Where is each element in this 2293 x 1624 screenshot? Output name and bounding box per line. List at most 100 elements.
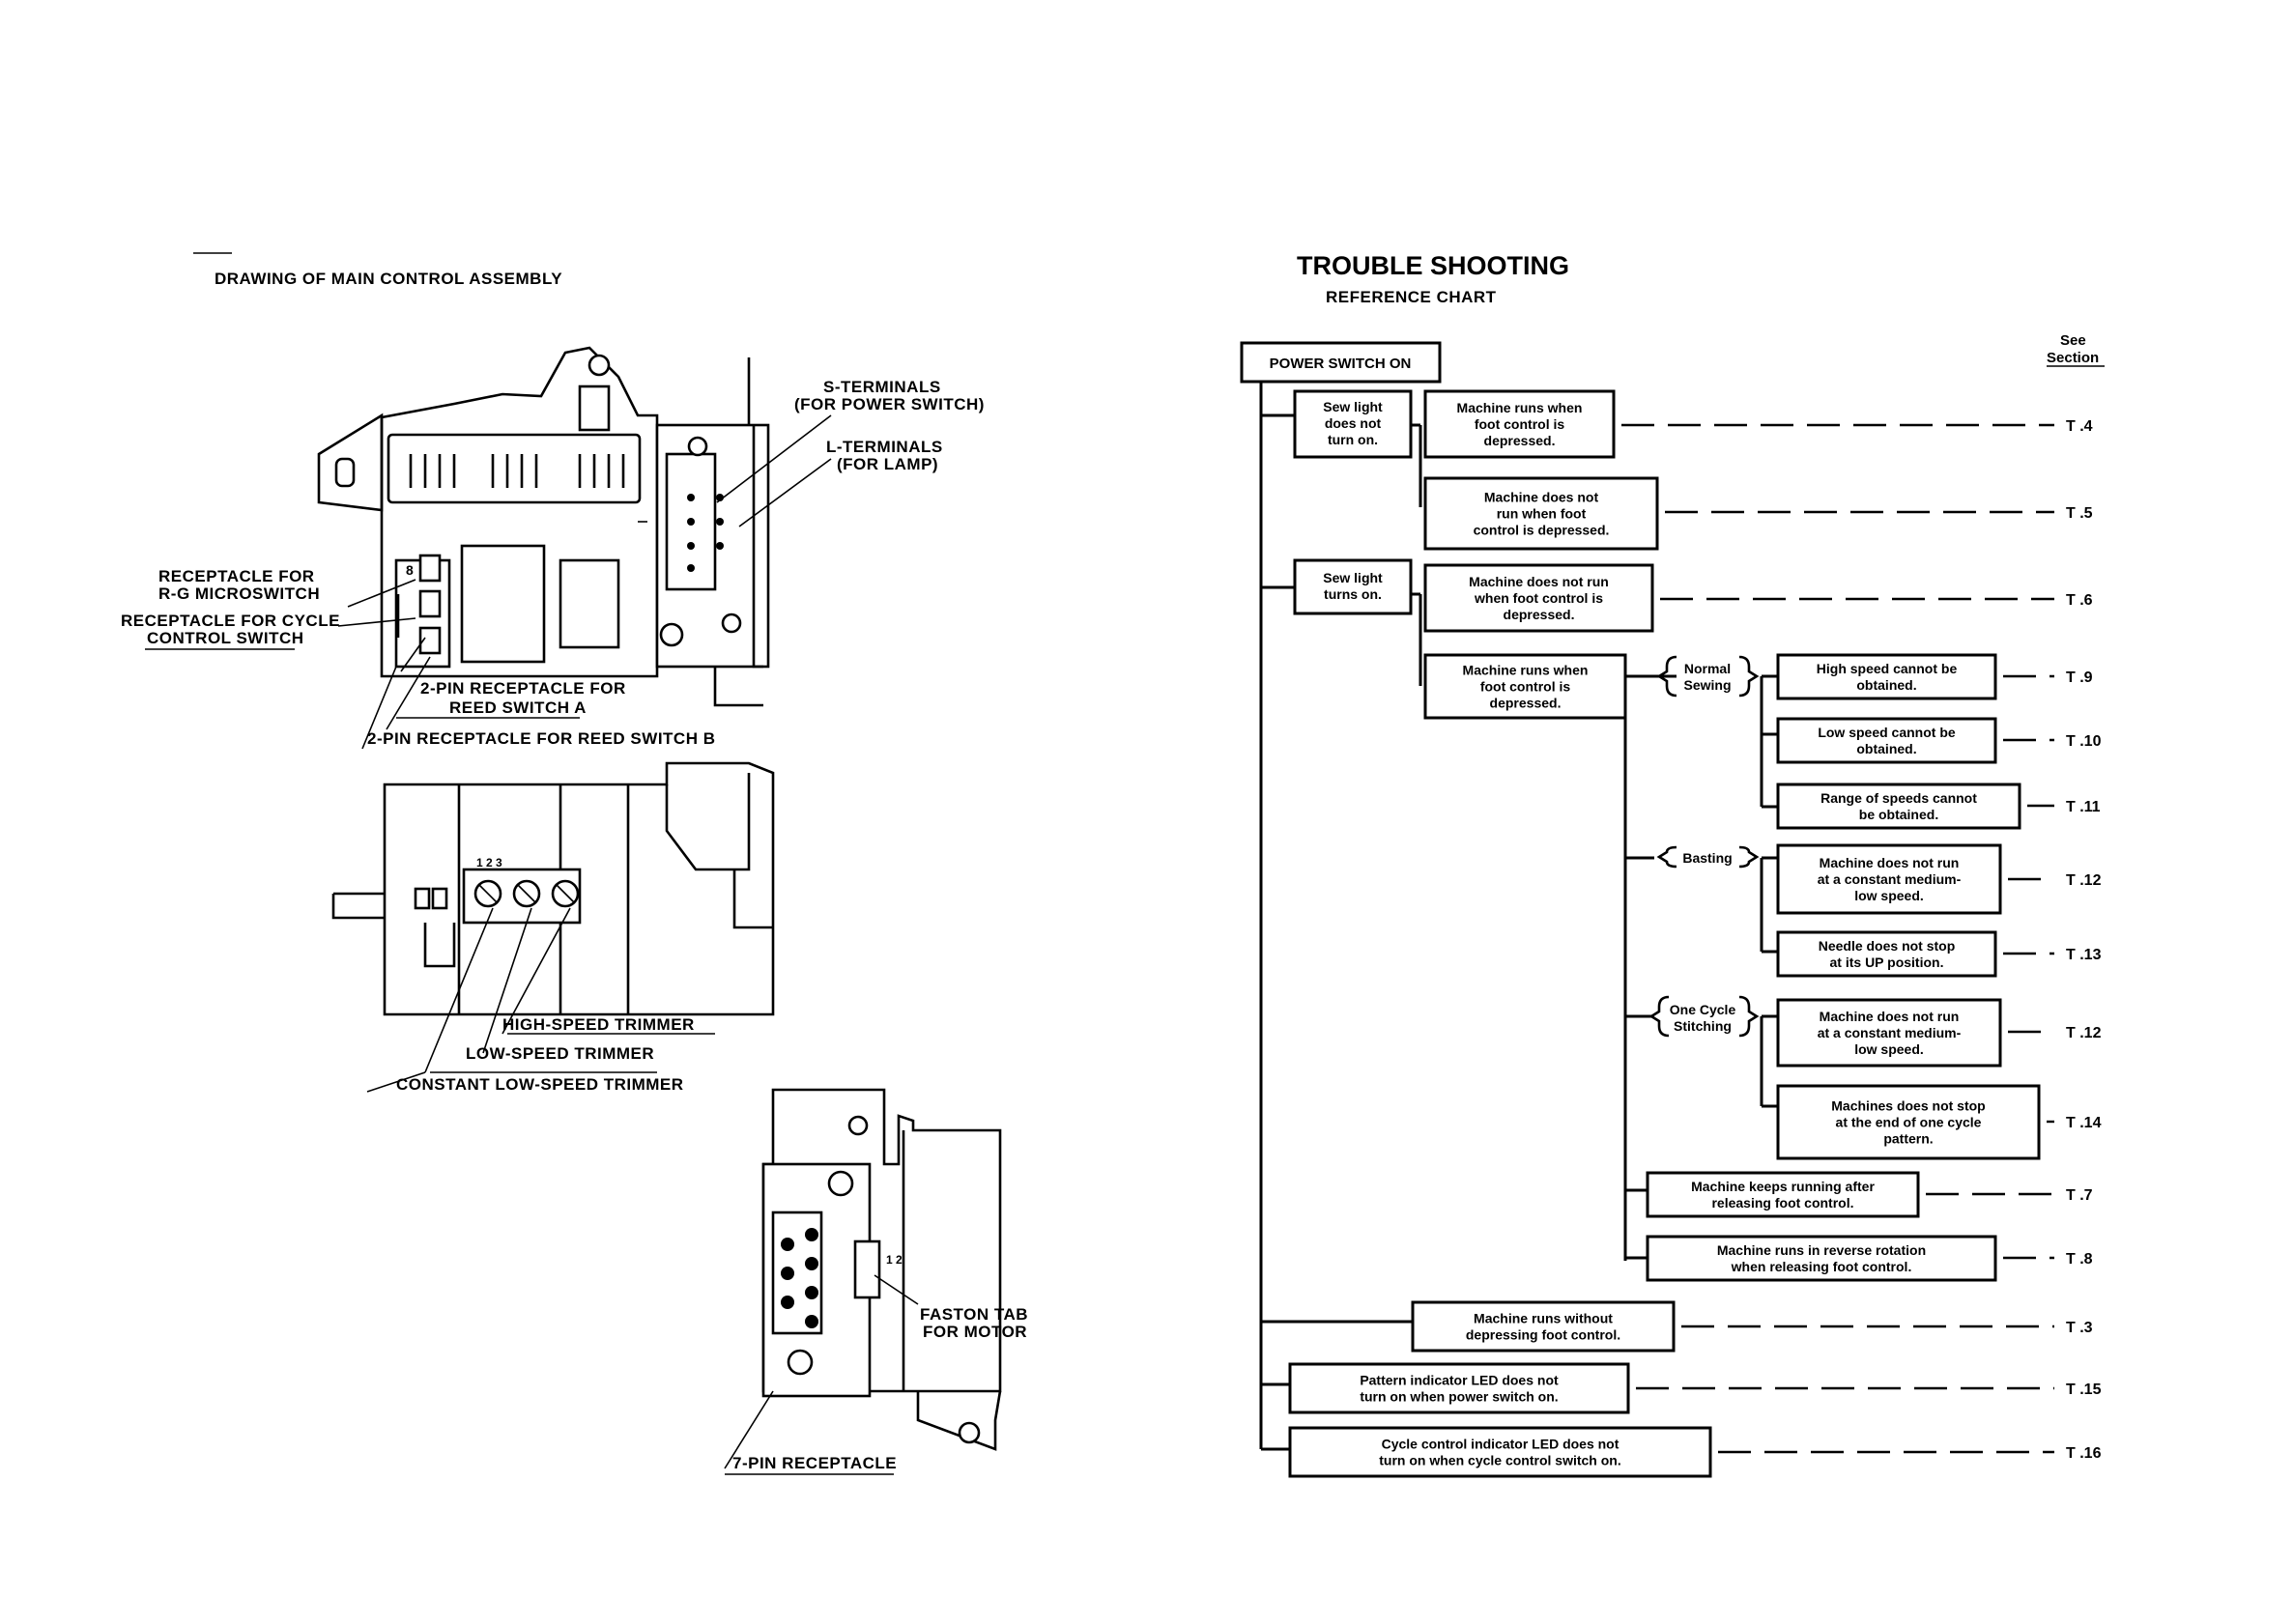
basting-label: Basting bbox=[1682, 850, 1732, 866]
chart-item-box bbox=[1776, 717, 1997, 764]
chart-item-box bbox=[1288, 1362, 1630, 1414]
chart-item-text: Pattern indicator LED does not bbox=[1360, 1373, 1559, 1388]
rg-microswitch-label: RECEPTACLE FOR bbox=[158, 567, 315, 585]
l-terminals-sublabel: (FOR LAMP) bbox=[837, 455, 938, 473]
chart-item-text: low speed. bbox=[1854, 1041, 1924, 1057]
chart-item-box bbox=[1776, 783, 2021, 830]
root-box: POWER SWITCH ON bbox=[1240, 341, 1442, 384]
chart-item-text: Machine does not run bbox=[1469, 574, 1609, 589]
section-ref: T .16 bbox=[2066, 1445, 2102, 1462]
chart-item-text: Machine runs when bbox=[1463, 663, 1589, 678]
chart-item-text: releasing foot control. bbox=[1711, 1195, 1853, 1211]
drawing-title: DRAWING OF MAIN CONTROL ASSEMBLY bbox=[215, 270, 562, 288]
control-unit-top-view: 8 bbox=[317, 346, 770, 707]
sew-light-off-line-2: does not bbox=[1325, 415, 1382, 431]
chart-item-text: turn on when power switch on. bbox=[1360, 1389, 1558, 1405]
sew-light-on-line-1: Sew light bbox=[1323, 570, 1383, 585]
chart-item-box bbox=[1423, 389, 1616, 459]
sew-light-off-box: Sew light does not turn on. bbox=[1293, 389, 1413, 459]
chart-item-text: foot control is bbox=[1475, 416, 1565, 432]
chart-item-box bbox=[1776, 653, 1997, 700]
chart-item-text: Machine does not run bbox=[1820, 1009, 1960, 1024]
s-terminals-sublabel: (FOR POWER SWITCH) bbox=[794, 395, 985, 413]
chart-title: TROUBLE SHOOTING bbox=[1297, 251, 1569, 280]
chart-item-text: when foot control is bbox=[1474, 590, 1603, 606]
group-basting: Basting bbox=[1656, 845, 1760, 869]
pin-receptacle-label: 7-PIN RECEPTACLE bbox=[732, 1454, 897, 1472]
chart-item-box bbox=[1411, 1300, 1676, 1353]
motor-connector-view: 1 2 bbox=[761, 1088, 1002, 1451]
chart-item-box bbox=[1423, 476, 1659, 551]
constant-low-speed-trimmer-label: CONSTANT LOW-SPEED TRIMMER bbox=[396, 1075, 684, 1094]
section-ref: T .14 bbox=[2066, 1115, 2102, 1131]
s-terminals-label: S-TERMINALS bbox=[823, 378, 941, 396]
sew-light-off-line-1: Sew light bbox=[1323, 399, 1383, 414]
section-label: Section bbox=[2047, 350, 2099, 366]
reed-switch-a-sublabel: REED SWITCH A bbox=[449, 698, 587, 717]
chart-item-text: be obtained. bbox=[1859, 807, 1938, 822]
chart-item-text: High speed cannot be bbox=[1817, 661, 1958, 676]
sew-light-on-line-2: turns on. bbox=[1324, 586, 1382, 602]
chart-item-text: at a constant medium- bbox=[1818, 1025, 1962, 1040]
chart-item-box bbox=[1776, 930, 1997, 978]
low-speed-trimmer-label: LOW-SPEED TRIMMER bbox=[466, 1044, 654, 1063]
trimmer-marks: 1 2 3 bbox=[476, 856, 502, 869]
high-speed-trimmer-label: HIGH-SPEED TRIMMER bbox=[502, 1015, 695, 1034]
chart-item-box bbox=[1776, 998, 2002, 1068]
sew-light-on-box: Sew light turns on. bbox=[1293, 558, 1413, 615]
chart-item-text: pattern. bbox=[1883, 1131, 1933, 1147]
rg-microswitch-sublabel: R-G MICROSWITCH bbox=[158, 584, 320, 603]
chart-item-text: Needle does not stop bbox=[1819, 938, 1956, 954]
assembly-drawing: DRAWING OF MAIN CONTROL ASSEMBLY 8 bbox=[121, 252, 1028, 1475]
chart-item-text: Machine keeps running after bbox=[1691, 1179, 1875, 1194]
chart-item-box bbox=[1776, 843, 2002, 915]
section-ref: T .6 bbox=[2066, 592, 2093, 609]
one-cycle-label-1: One Cycle bbox=[1670, 1002, 1736, 1017]
reference-chart: TROUBLE SHOOTING REFERENCE CHART See Sec… bbox=[1240, 251, 2105, 1478]
section-ref: T .8 bbox=[2066, 1251, 2093, 1268]
section-ref: T .7 bbox=[2066, 1187, 2093, 1204]
chart-item-text: at its UP position. bbox=[1830, 954, 1944, 970]
chart-connectors bbox=[1259, 382, 1778, 1451]
faston-tab-sublabel: FOR MOTOR bbox=[923, 1323, 1027, 1341]
chart-item-text: Machine does not run bbox=[1820, 855, 1960, 870]
chart-item-text: Machine runs without bbox=[1474, 1311, 1613, 1326]
normal-sewing-label-2: Sewing bbox=[1683, 677, 1731, 693]
chart-item: Cycle control indicator LED does notturn… bbox=[1288, 1426, 2102, 1478]
chart-item-text: low speed. bbox=[1854, 888, 1924, 903]
section-ref: T .13 bbox=[2066, 947, 2102, 963]
section-ref: T .10 bbox=[2066, 733, 2102, 750]
chart-item-text: depressed. bbox=[1504, 607, 1575, 622]
one-cycle-label-2: Stitching bbox=[1674, 1018, 1732, 1034]
chart-item-text: Machine runs in reverse rotation bbox=[1717, 1242, 1926, 1258]
section-ref: T .12 bbox=[2066, 872, 2102, 889]
chart-item-text: depressed. bbox=[1484, 433, 1556, 448]
chart-item-text: Cycle control indicator LED does not bbox=[1382, 1437, 1619, 1452]
chart-item-box bbox=[1423, 563, 1654, 633]
vent-slots bbox=[409, 454, 625, 488]
chart-item-text: obtained. bbox=[1856, 677, 1916, 693]
reed-switch-b-label: 2-PIN RECEPTACLE FOR REED SWITCH B bbox=[367, 729, 715, 748]
chart-item-text: depressing foot control. bbox=[1466, 1327, 1620, 1343]
section-ref: T .12 bbox=[2066, 1025, 2102, 1041]
section-ref: T .3 bbox=[2066, 1320, 2093, 1336]
chart-item-box bbox=[1646, 1171, 1920, 1218]
chart-item-text: at the end of one cycle bbox=[1836, 1115, 1982, 1130]
see-label: See bbox=[2060, 332, 2086, 349]
chart-item-text: obtained. bbox=[1856, 741, 1916, 756]
chart-item-text: foot control is bbox=[1480, 679, 1571, 695]
chart-item-text: run when foot bbox=[1497, 506, 1587, 522]
section-ref: T .15 bbox=[2066, 1382, 2102, 1398]
chart-item-text: depressed. bbox=[1490, 696, 1562, 711]
